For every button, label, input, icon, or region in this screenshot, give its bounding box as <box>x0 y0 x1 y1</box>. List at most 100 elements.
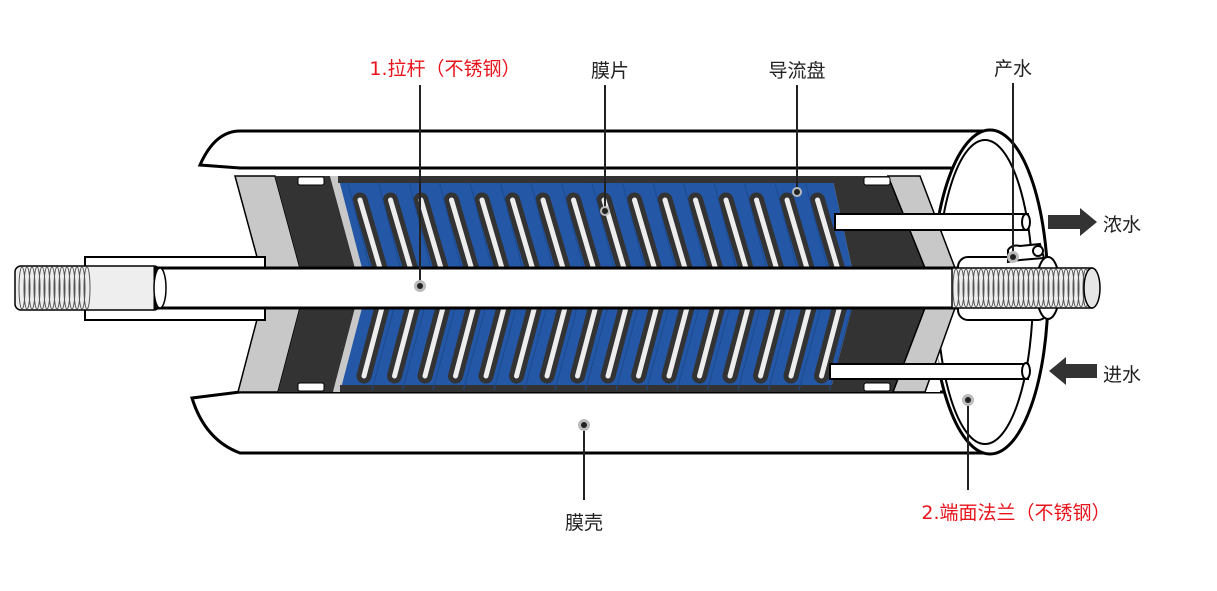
membrane-slot-gap <box>540 197 568 268</box>
label-membrane-housing: 膜壳 <box>564 512 604 534</box>
disc-divider <box>530 182 554 268</box>
thread-ridge <box>1062 268 1070 308</box>
thread-ridge <box>1002 268 1010 308</box>
label-guide-disc: 导流盘 <box>768 60 826 82</box>
thread-ridge <box>1027 268 1035 308</box>
upper-section <box>234 175 957 269</box>
thread-ridge <box>1037 268 1045 308</box>
thread-ridge <box>972 268 980 308</box>
thread-ridge <box>1052 268 1060 308</box>
thread-ridge <box>23 266 31 310</box>
leader-lines <box>419 83 1014 500</box>
membrane-slot-gap <box>388 197 415 268</box>
thread-ridge <box>982 268 990 308</box>
leader-dots <box>414 187 1019 431</box>
thread-ridge <box>1067 268 1075 308</box>
disc-divider <box>591 182 615 268</box>
disc-divider <box>347 182 371 268</box>
membrane-slot-gap <box>392 308 417 379</box>
membrane-slot-gap <box>575 308 600 379</box>
membrane-slot-gap <box>727 308 753 379</box>
thread-ridge <box>987 268 995 308</box>
membrane-slot-gap <box>693 197 720 268</box>
disc-divider <box>768 308 791 390</box>
thread-ridge <box>952 268 960 308</box>
membrane-slot-gap <box>544 308 570 379</box>
membrane-slot-gap <box>357 197 385 268</box>
membrane-slot-gap <box>571 197 598 268</box>
disc-divider <box>524 308 547 390</box>
thread-ridge <box>1042 268 1050 308</box>
disc-divider <box>615 308 639 390</box>
disc-divider <box>378 182 401 268</box>
disc-divider <box>469 182 493 268</box>
thread-ridge <box>83 266 91 310</box>
disc-divider <box>432 308 456 390</box>
thread-ridge <box>43 266 51 310</box>
thread-ridge <box>1012 268 1020 308</box>
disc-divider <box>493 308 517 390</box>
thread-ridge <box>962 268 970 308</box>
thread-ridge <box>18 266 26 310</box>
thread-ridge <box>1007 268 1015 308</box>
thread-ridge <box>78 266 86 310</box>
thread-ridge <box>68 266 76 310</box>
membrane-slot-gap <box>483 308 509 379</box>
thread-ridge <box>48 266 56 310</box>
arrow-right-icon <box>1048 208 1097 236</box>
disc-divider <box>463 308 486 390</box>
membrane-slot-gap <box>815 197 842 268</box>
membrane-slot-gap <box>422 308 448 379</box>
disc-divider <box>744 182 767 268</box>
disc-divider <box>683 182 706 268</box>
thread-ridge <box>967 268 975 308</box>
disc-divider <box>500 182 523 268</box>
disc-divider <box>798 308 822 390</box>
disc-divider <box>713 182 737 268</box>
tie-rod <box>14 256 962 321</box>
membrane-slot-gap <box>636 308 661 379</box>
label-tie-rod: 1.拉杆（不锈钢） <box>369 58 521 80</box>
thread-ridge <box>38 266 46 310</box>
disc-divider <box>561 182 584 268</box>
membrane-slot-gap <box>662 197 690 268</box>
disc-divider <box>707 308 730 390</box>
thread-ridge <box>1047 268 1055 308</box>
thread-ridge <box>992 268 1000 308</box>
membrane-slot-gap <box>361 308 387 379</box>
label-membrane-sheet: 膜片 <box>590 60 630 82</box>
membrane-slot-gap <box>758 308 783 379</box>
membrane-slot-gap <box>453 308 478 379</box>
membrane-slot-gap <box>510 197 537 268</box>
membrane-slot-gap <box>666 308 692 379</box>
disc-divider <box>622 182 645 268</box>
thread-ridge <box>977 268 985 308</box>
disc-divider <box>737 308 761 390</box>
feed-pipe <box>829 362 1031 380</box>
thread-ridge <box>997 268 1005 308</box>
concentrate-pipe <box>834 213 1031 231</box>
membrane-slot-gap <box>723 197 751 268</box>
membrane-slot-gap <box>514 308 539 379</box>
membrane-slot-gap <box>788 308 814 379</box>
thread-ridge <box>28 266 36 310</box>
disc-divider <box>774 182 798 268</box>
thread-ridge <box>1057 268 1065 308</box>
membrane-slot-gap <box>479 197 507 268</box>
disc-divider <box>554 308 578 390</box>
membrane-slot-gap <box>784 197 812 268</box>
label-feed-water: 进水 <box>1103 364 1142 386</box>
right-nut <box>951 256 1101 321</box>
membrane-slot-gap <box>697 308 722 379</box>
thread-ridge <box>1072 268 1080 308</box>
membrane-slot-gap <box>449 197 476 268</box>
membrane-slot-gap <box>819 308 844 379</box>
thread-ridge <box>53 266 61 310</box>
disc-divider <box>652 182 676 268</box>
membrane-slot-gap <box>632 197 659 268</box>
thread-ridge <box>1022 268 1030 308</box>
disc-divider <box>676 308 700 390</box>
thread-ridge <box>1032 268 1040 308</box>
thread-ridge <box>33 266 41 310</box>
